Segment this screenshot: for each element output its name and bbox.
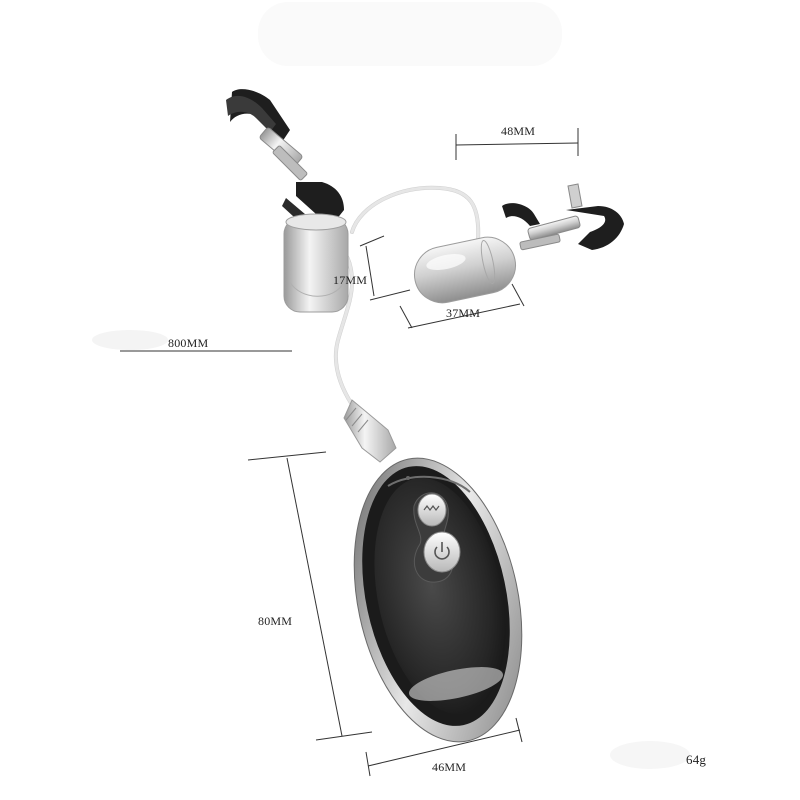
wave-icon	[417, 493, 447, 527]
bullet-length-label: 37MM	[446, 306, 481, 320]
cable-length-label: 800MM	[168, 336, 209, 350]
cable	[333, 185, 481, 430]
right-nipple-clip	[414, 183, 624, 304]
remote-width-label: 46MM	[432, 760, 467, 774]
left-nipple-clip	[226, 89, 349, 313]
cable-connector	[343, 399, 397, 463]
bullet-diameter-label: 17MM	[333, 273, 368, 287]
background-smudge	[610, 741, 690, 769]
weight-label: 64g	[686, 752, 707, 767]
background-smudge	[92, 330, 168, 350]
dimension-lines	[120, 128, 579, 777]
remote-height-label: 80MM	[258, 614, 293, 628]
background-smudge	[258, 2, 562, 66]
remote-control	[353, 457, 523, 743]
clip-width-label: 48MM	[501, 124, 536, 138]
